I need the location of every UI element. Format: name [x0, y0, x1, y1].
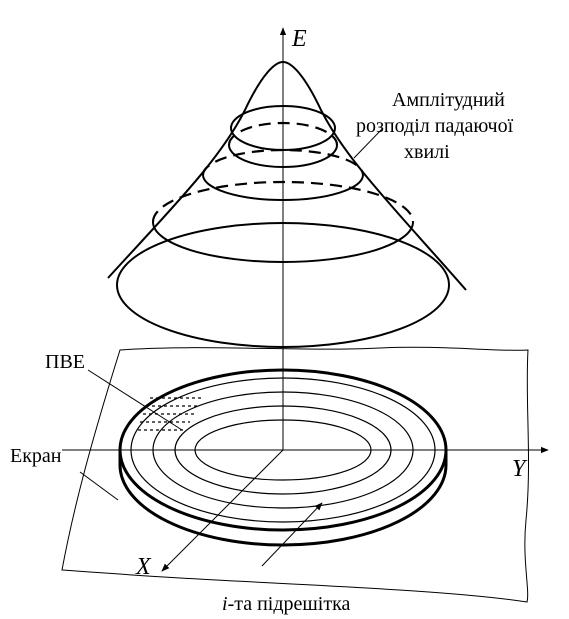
cross-section-2-back	[201, 148, 365, 176]
subgrating-label: i-та підрешітка	[222, 593, 351, 615]
amplitude-leader	[353, 127, 384, 159]
disc-side	[118, 450, 448, 547]
screen-label: Екран	[10, 445, 62, 467]
amplitude-label-line1: Амплітудний	[392, 89, 505, 111]
pve-label: ПВЕ	[45, 351, 85, 373]
amplitude-label-line3: хвилі	[404, 141, 450, 163]
axis-x-line	[161, 449, 284, 572]
axis-e-label: E	[291, 26, 307, 52]
amplitude-label-line2: розподіл падаючої	[356, 115, 514, 137]
subgrating-arrow	[261, 502, 323, 567]
pve-elements	[138, 397, 202, 431]
subgrating-index: i	[222, 593, 228, 615]
subgrating-text: -та підрешітка	[228, 593, 351, 615]
pve-leader	[87, 369, 183, 431]
axis-y-label: Y	[512, 456, 528, 482]
axis-x-label: X	[135, 554, 152, 580]
screen-plane	[61, 346, 530, 603]
screen-leader	[79, 471, 119, 501]
